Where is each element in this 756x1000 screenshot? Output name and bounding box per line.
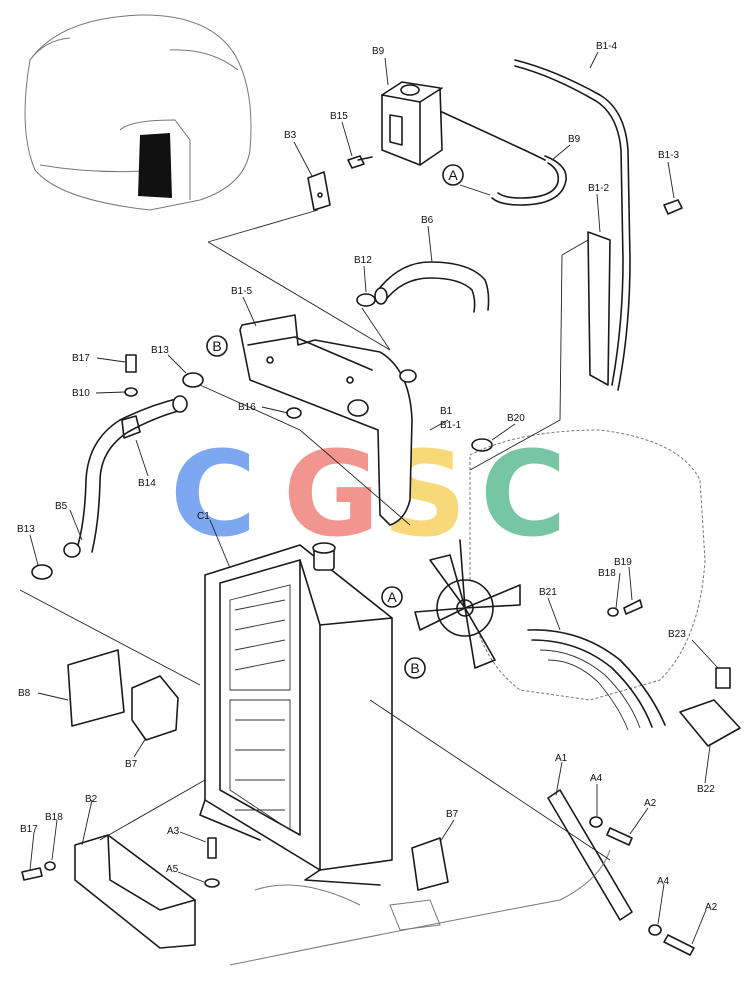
label-b17-top: B17 (72, 353, 90, 364)
bolt-a2-top (606, 827, 633, 846)
callout-a-top-label: A (448, 167, 458, 183)
label-b19-visible: B19 (614, 557, 632, 568)
label-b15: B15 (330, 111, 348, 122)
engine-outline (469, 429, 706, 701)
foam-pad-b7-bottom (411, 837, 449, 891)
washer-a4-top (589, 816, 603, 828)
hose-clamp-b20 (471, 438, 493, 452)
label-b23: B23 (668, 629, 686, 640)
watermark-letter-2: G (283, 425, 380, 563)
label-b10: B10 (72, 388, 90, 399)
reserve-tank (381, 81, 443, 166)
bolt-b19 (623, 599, 643, 615)
label-b13-left: B13 (17, 524, 35, 535)
label-b8: B8 (18, 688, 31, 699)
stay-a1 (547, 789, 633, 921)
foam-pad-b8 (67, 649, 125, 727)
label-b22: B22 (697, 784, 715, 795)
bracket-b2 (74, 834, 196, 949)
label-b1-2: B1-2 (588, 183, 610, 194)
label-b12: B12 (354, 255, 372, 266)
bolt-b17-upper (125, 354, 137, 373)
label-b18-left: B18 (45, 812, 63, 823)
highlighted-area (138, 133, 172, 198)
label-b14: B14 (138, 478, 156, 489)
watermark: C G S C (170, 425, 567, 563)
foam-pad-b22 (679, 699, 741, 747)
hose-clamp-b12 (356, 293, 376, 307)
bracket-b3 (307, 171, 331, 211)
bolt-b23 (715, 667, 731, 689)
bolt-a2-bottom (663, 934, 695, 956)
radiator-core (199, 542, 393, 886)
clamp-b13-left (31, 564, 53, 580)
label-b1: B1 (440, 406, 453, 417)
label-b21: B21 (539, 587, 557, 598)
washer-b18-right (607, 607, 619, 617)
bolt-b15 (347, 155, 373, 169)
washer-b18-left (44, 861, 56, 871)
fan-shroud (239, 314, 417, 526)
callout-a-mid: A (381, 586, 403, 608)
base-frame (229, 849, 611, 966)
lower-hose (63, 395, 188, 558)
label-b9-hose: B9 (568, 134, 581, 145)
collar-b16 (286, 407, 302, 419)
label-b2: B2 (85, 794, 98, 805)
callout-b-mid-label: B (410, 660, 419, 676)
label-b1-5: B1-5 (231, 286, 253, 297)
watermark-letter-4: C (480, 425, 567, 563)
label-b13-top: B13 (151, 345, 169, 356)
label-b1-4: B1-4 (596, 41, 618, 52)
callout-a-mid-label: A (387, 589, 397, 605)
washer-a4-bottom (648, 924, 662, 936)
label-a5: A5 (166, 864, 179, 875)
label-b16: B16 (238, 402, 256, 413)
fan-guard (527, 629, 666, 731)
label-b20: B20 (507, 413, 525, 424)
label-b17-left: B17 (20, 824, 38, 835)
callout-b-mid: B (404, 657, 426, 679)
part-labels: B9 B1-4 B15 B3 B9 B1-3 B1-2 B6 B12 B1-5 … (17, 41, 718, 913)
bolt-b1-3 (663, 199, 683, 215)
label-b18-right: B18 (598, 568, 616, 579)
label-a2-top: A2 (644, 798, 657, 809)
label-b1-3: B1-3 (658, 150, 680, 161)
upper-hose (374, 261, 490, 313)
label-a1: A1 (555, 753, 568, 764)
leader-lines (19, 51, 719, 945)
label-b3: B3 (284, 130, 297, 141)
washer-b10 (124, 387, 138, 397)
label-a2-bottom: A2 (705, 902, 718, 913)
label-b9-tank: B9 (372, 46, 385, 57)
label-b6: B6 (421, 215, 434, 226)
callout-b-top-label: B (212, 338, 221, 354)
label-a3: A3 (167, 826, 180, 837)
bolt-b17-left (21, 867, 43, 881)
overflow-hose (441, 111, 567, 206)
washer-a5 (204, 878, 220, 888)
callout-a-top: A (442, 164, 464, 186)
label-a4-top: A4 (590, 773, 603, 784)
bracket-pipe (514, 59, 631, 391)
callout-b-top: B (206, 335, 228, 357)
cooling-fan (414, 539, 521, 669)
label-c1: C1 (197, 511, 210, 522)
foam-pad-b7 (131, 675, 179, 741)
label-b1-1: B1-1 (440, 420, 462, 431)
label-b7-bottom: B7 (446, 809, 459, 820)
bolt-a3 (207, 837, 217, 859)
machine-overview-sketch (24, 14, 252, 211)
label-b5: B5 (55, 501, 68, 512)
watermark-letter-1: C (170, 425, 257, 563)
label-a4-bottom: A4 (657, 876, 670, 887)
clamp-b13-upper (182, 372, 204, 388)
label-b7-left: B7 (125, 759, 138, 770)
